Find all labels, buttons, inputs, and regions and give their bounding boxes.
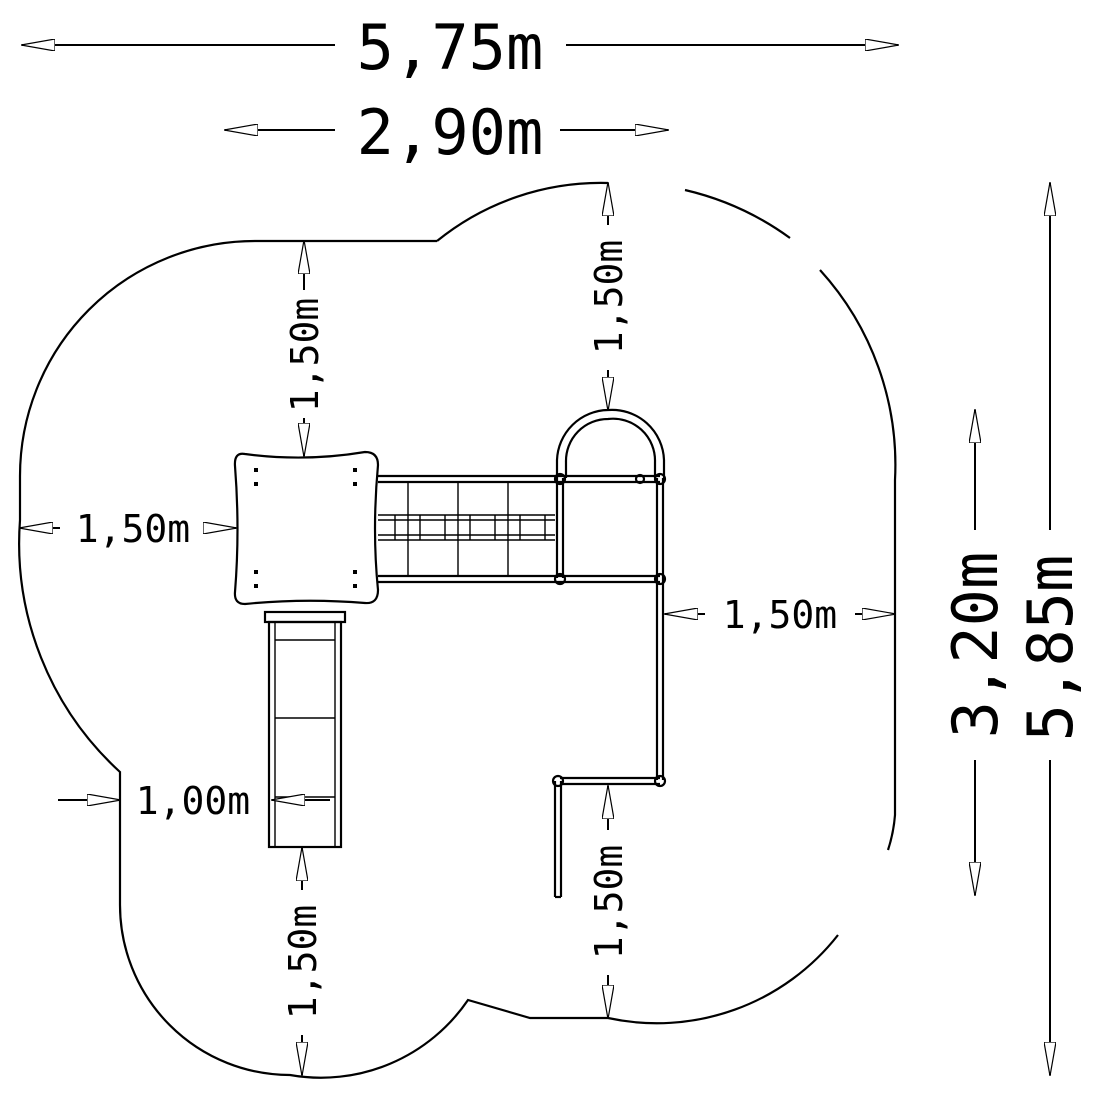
label-clearance-left: 1,50m <box>76 507 190 551</box>
safety-zone-outline-right <box>684 188 791 239</box>
bridge-frame <box>378 474 560 584</box>
label-clearance-top-right: 1,50m <box>587 240 631 354</box>
label-total-depth: 5,85m <box>1014 555 1087 742</box>
safety-zone-outline-right-arc <box>819 269 897 851</box>
safety-zone-outline-top <box>436 181 609 242</box>
label-clearance-right: 1,50m <box>723 593 837 637</box>
label-clearance-bottom-right: 1,50m <box>587 845 631 959</box>
label-clearance-top-left: 1,50m <box>283 298 327 412</box>
dimension-lines <box>20 45 1050 1075</box>
platform-tower <box>233 450 380 606</box>
slide <box>263 610 347 849</box>
label-structure-width: 2,90m <box>357 96 544 169</box>
label-total-width: 5,75m <box>357 11 544 84</box>
safety-zone-outline <box>18 239 839 1079</box>
label-slide-exit: 1,00m <box>136 779 250 823</box>
platform-bolts <box>254 468 357 588</box>
label-structure-depth: 3,20m <box>939 552 1012 739</box>
arch-frame <box>551 408 667 899</box>
label-clearance-bottom-left: 1,50m <box>281 905 325 1019</box>
